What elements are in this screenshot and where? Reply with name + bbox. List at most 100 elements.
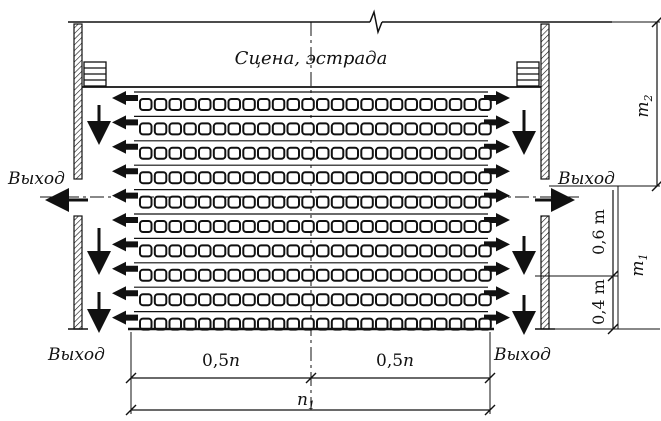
row-arrow-left — [112, 286, 138, 301]
seat — [389, 98, 404, 111]
seat — [360, 220, 374, 233]
seat-row — [112, 261, 510, 282]
seat — [153, 244, 168, 258]
left-wall — [68, 23, 88, 330]
seat — [153, 122, 168, 136]
row-arrow-right — [484, 91, 510, 105]
seat — [227, 293, 241, 307]
seat — [198, 268, 212, 282]
seat — [227, 146, 241, 160]
bottom-dimensions — [125, 332, 496, 416]
seating-rows — [112, 91, 510, 331]
seat — [198, 293, 212, 307]
seat — [316, 146, 330, 160]
seat — [434, 122, 448, 136]
seat — [257, 171, 271, 185]
seat — [345, 268, 359, 282]
right-dimensions — [535, 17, 661, 335]
seat — [198, 220, 212, 233]
seat — [404, 293, 418, 307]
seat — [271, 195, 286, 209]
seat — [463, 293, 477, 307]
aisle-arrows — [87, 105, 536, 335]
seat — [139, 244, 153, 258]
seat — [375, 146, 389, 160]
seat — [419, 244, 433, 258]
seat — [257, 220, 271, 233]
seat — [183, 146, 197, 160]
seat — [316, 171, 330, 185]
row-arrow-right — [484, 188, 510, 203]
seat — [419, 195, 433, 209]
seat — [168, 171, 182, 185]
dim-width-n1: n1 — [297, 390, 315, 412]
seat — [448, 220, 463, 233]
seat — [301, 195, 315, 209]
seat — [419, 122, 433, 136]
seat — [463, 146, 477, 160]
seat — [463, 220, 477, 233]
seat — [271, 98, 286, 111]
seat — [434, 98, 448, 111]
seat — [316, 195, 330, 209]
seat — [198, 98, 212, 111]
seat — [404, 268, 418, 282]
seat — [404, 220, 418, 233]
seat — [271, 244, 286, 258]
seat-row — [112, 188, 510, 209]
seat — [345, 122, 359, 136]
seat — [448, 293, 463, 307]
seat — [168, 98, 182, 111]
seat — [330, 244, 345, 258]
seat — [153, 146, 168, 160]
seat — [227, 195, 241, 209]
seat — [286, 244, 300, 258]
seat — [434, 146, 448, 160]
seat — [478, 122, 492, 136]
seat — [242, 293, 256, 307]
seat — [242, 244, 256, 258]
seat — [345, 293, 359, 307]
seat — [360, 171, 374, 185]
seat — [168, 195, 182, 209]
seat — [375, 293, 389, 307]
seat — [301, 98, 315, 111]
row-arrow-right — [484, 261, 510, 276]
row-arrow-left — [112, 261, 138, 276]
seat — [212, 122, 227, 136]
seat — [168, 146, 182, 160]
exit-label-right-mid: Выход — [557, 169, 615, 189]
seat — [434, 195, 448, 209]
seat — [434, 171, 448, 185]
seat-row — [112, 286, 510, 307]
seat — [153, 268, 168, 282]
seat — [227, 244, 241, 258]
seat — [139, 268, 153, 282]
row-arrow-right — [484, 310, 510, 325]
seat — [434, 220, 448, 233]
seat — [153, 98, 168, 111]
seat — [183, 98, 197, 111]
row-arrow-right — [484, 213, 510, 227]
seat — [257, 293, 271, 307]
seat — [434, 268, 448, 282]
top-boundary — [68, 9, 612, 35]
row-arrow-left — [112, 310, 138, 325]
row-arrow-right — [484, 237, 510, 252]
seat — [271, 293, 286, 307]
seat — [183, 122, 197, 136]
seat — [448, 171, 463, 185]
dim-half-left: 0,5n — [202, 351, 240, 371]
seat-row — [112, 164, 510, 185]
seat — [168, 244, 182, 258]
seat — [330, 293, 345, 307]
seat — [301, 171, 315, 185]
row-arrow-right — [484, 115, 510, 130]
seat — [257, 98, 271, 111]
seat — [139, 293, 153, 307]
dim-m1: m1 — [628, 253, 650, 276]
seat — [463, 244, 477, 258]
seat — [330, 195, 345, 209]
seat — [183, 293, 197, 307]
seat — [257, 244, 271, 258]
